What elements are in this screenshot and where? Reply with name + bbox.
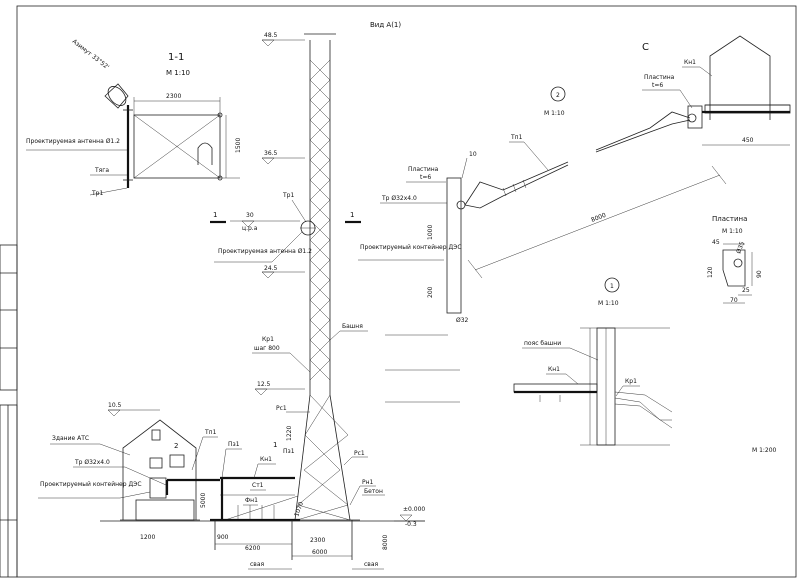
section-mark-right: 1 [350, 211, 354, 219]
tower-labels: Тр1 Проектируемая антенна Ø1.2 Кр1 шаг 8… [214, 192, 385, 518]
mark-2-circle: 2 [174, 442, 178, 450]
node-2-plate-t: t=6 [420, 174, 431, 181]
tower-rn1: Рн1 [362, 479, 374, 486]
level-48-5: 48.5 [264, 32, 278, 39]
dim-5000: 5000 [200, 493, 207, 508]
node-1-belt: пояс башни [524, 340, 561, 347]
level-36-5: 36.5 [264, 150, 278, 157]
node-2-container: Проектируемый контейнер ДЭС [360, 244, 462, 251]
node-2-kn1: Кн1 [684, 59, 696, 66]
dim-6200: 6200 [245, 545, 260, 552]
building-container-1: Проектируемый контейнер ДЭС [40, 481, 142, 488]
level-note: ц.р.а [242, 225, 258, 232]
level-zero: ±0.000 [403, 506, 425, 513]
kn1-label: Кн1 [260, 456, 272, 463]
sheet-frame [0, 5, 797, 578]
node-1-mark: 1 [610, 283, 614, 290]
section-1-1-scale: М 1:10 [166, 69, 190, 77]
node-2-plate: Пластина [408, 166, 439, 173]
level-marks: 48.5 36.5 30 ц.р.а 24.5 12.5 10.5 ±0.000… [107, 32, 425, 528]
tower-kr1: Кр1 [262, 336, 274, 343]
pile-b: свая [364, 561, 379, 568]
level-10-5: 10.5 [108, 402, 122, 409]
st1-label: Ст1 [252, 482, 264, 489]
global-scale: М 1:200 [752, 447, 777, 454]
dim-8000-piles: 8000 [382, 535, 389, 550]
fn1-label: Фн1 [245, 497, 258, 504]
tower [285, 33, 360, 521]
dim-900: 900 [217, 534, 229, 541]
node-2: 2 М 1:10 8000 450 Тп1 Пластина t=6 10 Тр… [358, 35, 791, 403]
node-1: 1 М 1:10 пояс башни Кн1 Кр1 [513, 277, 673, 446]
dim-1200: 1200 [140, 534, 155, 541]
node-2-dim-1000: 1000 [427, 225, 434, 240]
dim-1500: 1500 [235, 138, 242, 153]
level-24-5: 24.5 [264, 265, 278, 272]
rod-label: Тяга [94, 167, 109, 174]
plate-detail: Пластина М 1:10 45 120 90 25 70 Ø35 [707, 215, 763, 304]
plate-dim-70: 70 [730, 297, 738, 304]
level-30: 30 [246, 212, 254, 219]
tower-step: шаг 800 [254, 345, 280, 352]
node-2-dim-200: 200 [427, 286, 434, 298]
tower-tr1: Тр1 [282, 192, 294, 199]
plate-scale: М 1:10 [722, 228, 743, 235]
node-2-plate-right-t: t=6 [652, 82, 663, 89]
node-1-scale: М 1:10 [598, 300, 619, 307]
ats-label: Здание АТС [52, 435, 89, 442]
building-pipe: Тр Ø32х4.0 [74, 459, 110, 466]
section-1-1-title: 1-1 [168, 52, 184, 63]
dim-6000: 6000 [312, 549, 327, 556]
node-2-scale: М 1:10 [544, 110, 565, 117]
dim-1220: 1220 [286, 426, 293, 441]
node-2-mark: 2 [556, 92, 560, 99]
dim-2300-bottom: 2300 [310, 537, 325, 544]
node-1-kr1: Кр1 [625, 378, 637, 385]
level-12-5: 12.5 [257, 381, 271, 388]
section-mark-left: 1 [213, 211, 217, 219]
tower-antenna: Проектируемая антенна Ø1.2 [218, 248, 312, 255]
plate-dim-45: 45 [712, 239, 720, 246]
pz1-label-b: Пз1 [283, 448, 295, 455]
tower-concrete: Бетон [364, 488, 383, 495]
view-title: Вид А(1) [370, 21, 401, 29]
node-2-dia-32: Ø32 [456, 317, 469, 324]
node-1-kn1: Кн1 [548, 366, 560, 373]
tower-rs1-a: Рс1 [276, 405, 287, 412]
dim-1070: 1070 [293, 501, 305, 518]
node-2-tp1: Тп1 [510, 134, 523, 141]
node-2-c-mark: С [642, 42, 649, 53]
plate-dim-25: 25 [742, 287, 750, 294]
node-2-plate-right: Пластина [644, 74, 675, 81]
ats-building: Здание АТС Тр Ø32х4.0 Проектируемый конт… [38, 419, 389, 570]
dim-2300-top: 2300 [166, 93, 181, 100]
section-pipe-label: Тр1 [91, 190, 103, 197]
plate-dia: Ø35 [735, 241, 746, 255]
azimuth-label: Азимут 33°52' [71, 38, 111, 71]
plate-dim-90: 90 [756, 270, 763, 278]
node-2-dim-450: 450 [742, 137, 754, 144]
level-minus-0-3: -0.3 [405, 521, 417, 528]
plate-dim-120: 120 [707, 266, 714, 278]
section-marks: 1 1 [210, 211, 361, 224]
mark-1-circle: 1 [273, 441, 277, 449]
tower-label: Башня [342, 323, 363, 330]
section-antenna-label: Проектируемая антенна Ø1.2 [26, 138, 120, 145]
tp1-label: Тп1 [204, 429, 217, 436]
pile-a: свая [250, 561, 265, 568]
plate-title: Пластина [712, 215, 747, 223]
pz1-label: Пз1 [228, 441, 240, 448]
section-1-1: 1-1 М 1:10 Азимут 33°52' 2300 1500 Проек… [26, 38, 242, 197]
tower-rs1-b: Рс1 [354, 450, 365, 457]
node-2-pipe: Тр Ø32х4.0 [381, 195, 417, 202]
node-2-dim-10: 10 [469, 151, 477, 158]
